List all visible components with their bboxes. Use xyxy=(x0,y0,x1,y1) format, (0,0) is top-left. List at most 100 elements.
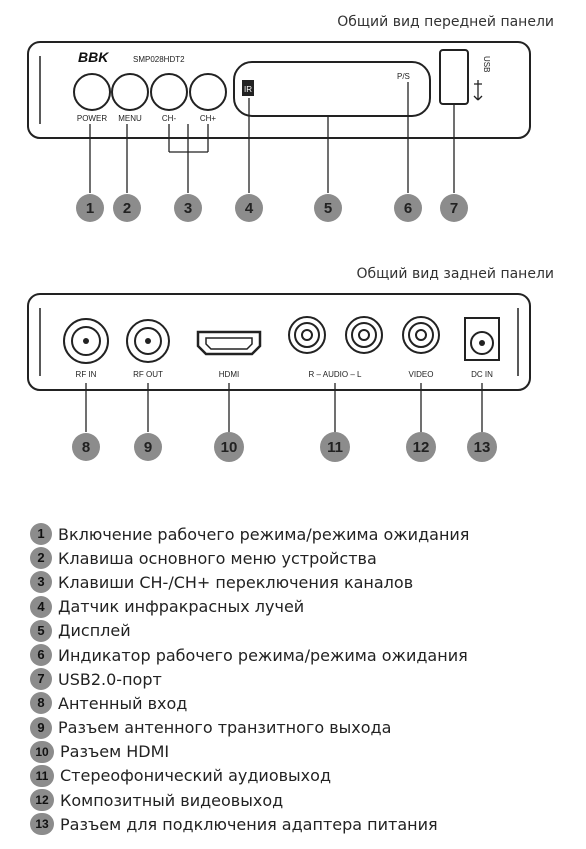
audio-l-connector xyxy=(345,316,383,354)
rear-callouts: 8 9 10 11 12 13 xyxy=(72,432,497,462)
callout-6 xyxy=(394,194,422,222)
callout-3 xyxy=(174,194,202,222)
rear-panel-edges xyxy=(39,308,519,376)
rear-panel: RF IN RF OUT HDMI R – AUDIO – L VIDEO DC… xyxy=(27,293,531,391)
callout-3-num: 3 xyxy=(184,200,192,217)
callout-7-num: 7 xyxy=(450,200,458,217)
legend-badge: 5 xyxy=(30,619,52,642)
callout-4-num: 4 xyxy=(245,200,254,217)
panel-diagram: BBK SMP028HDT2 POWER MENU CH- CH+ IR P/S… xyxy=(27,41,531,462)
menu-button xyxy=(111,73,149,111)
legend-text: Датчик инфракрасных лучей xyxy=(58,597,305,617)
usb-label: USB xyxy=(482,56,491,72)
legend-badge: 13 xyxy=(30,813,54,836)
ch-plus-label: CH+ xyxy=(200,114,217,123)
usb-port xyxy=(439,49,469,105)
ch-minus-button xyxy=(150,73,188,111)
callout-12-num: 12 xyxy=(413,439,430,456)
audio-r-connector xyxy=(288,316,326,354)
legend-item: 8 Антенный вход xyxy=(30,691,469,715)
hdmi-label: HDMI xyxy=(219,370,239,379)
legend-badge: 2 xyxy=(30,547,52,570)
rf-out-connector xyxy=(126,319,170,363)
legend-item: 3 Клавиши CH-/CH+ переключения каналов xyxy=(30,570,469,594)
ch-minus-label: CH- xyxy=(162,114,177,123)
ch-plus-button xyxy=(189,73,227,111)
legend-item: 13 Разъем для подключения адаптера питани… xyxy=(30,812,469,836)
power-button xyxy=(73,73,111,111)
legend-text: USB2.0-порт xyxy=(58,669,162,689)
legend-badge: 10 xyxy=(30,740,54,763)
rear-panel-title: Общий вид задней панели xyxy=(356,266,554,282)
legend-text: Разъем для подключения адаптера питания xyxy=(60,814,438,834)
legend-list: 1 Включение рабочего режима/режима ожидан… xyxy=(30,522,469,836)
menu-label: MENU xyxy=(118,114,142,123)
callout-8 xyxy=(72,433,100,461)
callout-11-num: 11 xyxy=(327,439,343,456)
dc-in-label: DC IN xyxy=(471,370,493,379)
rf-in-connector xyxy=(63,318,109,364)
callout-1 xyxy=(76,194,104,222)
callout-13 xyxy=(467,432,497,462)
video-connector xyxy=(402,316,440,354)
legend-item: 4 Датчик инфракрасных лучей xyxy=(30,595,469,619)
ir-label: IR xyxy=(244,85,252,94)
display-window xyxy=(233,61,431,117)
callout-10 xyxy=(214,432,244,462)
legend-item: 6 Индикатор рабочего режима/режима ожидан… xyxy=(30,643,469,667)
legend-badge: 4 xyxy=(30,595,52,618)
callout-11 xyxy=(320,432,350,462)
legend-badge: 7 xyxy=(30,668,52,691)
callout-9 xyxy=(134,433,162,461)
front-panel-title: Общий вид передней панели xyxy=(337,14,554,30)
legend-item: 2 Клавиша основного меню устройства xyxy=(30,546,469,570)
front-callouts: 1 2 3 4 5 6 7 xyxy=(76,194,468,222)
legend-badge: 8 xyxy=(30,692,52,715)
legend-item: 5 Дисплей xyxy=(30,619,469,643)
legend-item: 9 Разъем антенного транзитного выхода xyxy=(30,716,469,740)
rf-in-label: RF IN xyxy=(76,370,97,379)
legend-item: 11 Стереофонический аудиовыход xyxy=(30,764,469,788)
front-panel: BBK SMP028HDT2 POWER MENU CH- CH+ IR P/S… xyxy=(27,41,531,139)
legend-text: Разъем антенного транзитного выхода xyxy=(58,718,392,738)
audio-label: R – AUDIO – L xyxy=(309,370,362,379)
legend-text: Стереофонический аудиовыход xyxy=(60,766,331,786)
callout-6-num: 6 xyxy=(404,200,412,217)
power-label: POWER xyxy=(77,114,107,123)
callout-4 xyxy=(235,194,263,222)
legend-badge: 12 xyxy=(30,789,54,812)
front-leaders xyxy=(89,82,455,193)
legend-text: Индикатор рабочего режима/режима ожидани… xyxy=(58,645,468,665)
legend-badge: 1 xyxy=(30,523,52,546)
callout-7 xyxy=(440,194,468,222)
brand-logo: BBK xyxy=(78,49,109,65)
callout-9-num: 9 xyxy=(144,439,152,456)
callout-5 xyxy=(314,194,342,222)
legend-item: 10 Разъем HDMI xyxy=(30,740,469,764)
front-panel-body xyxy=(27,41,531,139)
ps-label: P/S xyxy=(397,72,410,81)
rear-panel-body xyxy=(27,293,531,391)
video-label: VIDEO xyxy=(409,370,434,379)
legend-text: Включение рабочего режима/режима ожидани… xyxy=(58,524,470,544)
legend-text: Клавиша основного меню устройства xyxy=(58,548,377,568)
legend-text: Композитный видеовыход xyxy=(60,790,284,810)
callout-5-num: 5 xyxy=(324,200,332,217)
legend-badge: 9 xyxy=(30,716,52,739)
legend-badge: 11 xyxy=(30,764,54,787)
legend-text: Антенный вход xyxy=(58,693,188,713)
legend-text: Разъем HDMI xyxy=(60,742,170,762)
rear-leaders xyxy=(85,383,483,432)
callout-13-num: 13 xyxy=(474,439,491,456)
callout-8-num: 8 xyxy=(82,439,90,456)
callout-12 xyxy=(406,432,436,462)
hdmi-connector xyxy=(196,330,262,356)
callout-2 xyxy=(113,194,141,222)
legend-badge: 3 xyxy=(30,571,52,594)
legend-badge: 6 xyxy=(30,644,52,667)
callout-10-num: 10 xyxy=(221,439,238,456)
legend-item: 12 Композитный видеовыход xyxy=(30,788,469,812)
legend-text: Дисплей xyxy=(58,621,131,641)
usb-icon xyxy=(473,80,483,101)
legend-text: Клавиши CH-/CH+ переключения каналов xyxy=(58,572,414,592)
